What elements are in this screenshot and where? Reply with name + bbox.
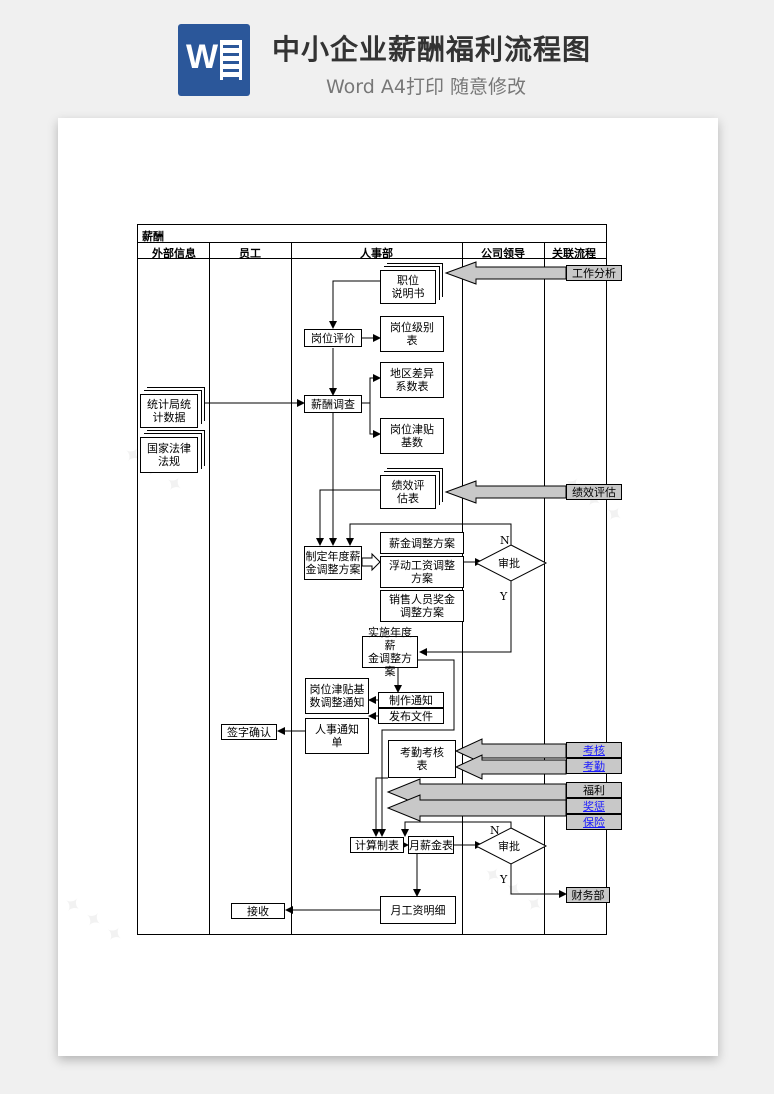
make-notice-process: 制作通知 (378, 692, 444, 708)
region-coefficient-doc: 地区差异 系数表 (380, 362, 444, 398)
calculate-process: 计算制表 (350, 837, 404, 853)
related-insurance-link[interactable]: 保险 (566, 814, 622, 830)
receive-process: 接收 (231, 903, 285, 919)
word-logo: W (178, 24, 250, 96)
law-regulations-doc: 国家法律 法规 (140, 437, 198, 473)
column-header: 关联流程 (552, 247, 596, 260)
page-subtitle: Word A4打印 随意修改 (326, 76, 527, 98)
sign-confirm-process: 签字确认 (221, 724, 277, 740)
finance-dept: 财务部 (566, 887, 610, 903)
no-label: N (490, 824, 500, 837)
section-title: 薪酬 (142, 230, 164, 243)
allowance-base-doc: 岗位津贴 基数 (380, 418, 444, 454)
column-header: 员工 (239, 247, 261, 260)
related-job-analysis: 工作分析 (566, 265, 622, 281)
page-title: 中小企业薪酬福利流程图 (272, 33, 592, 66)
salary-survey-process: 薪酬调查 (304, 395, 362, 413)
sales-bonus-doc: 销售人员奖金 调整方案 (380, 590, 464, 622)
related-reward-link[interactable]: 奖惩 (566, 798, 622, 814)
implement-plan-process: 实施年度薪 金调整方案 (362, 626, 418, 678)
annual-plan-process: 制定年度薪 金调整方案 (304, 546, 362, 580)
monthly-salary-doc: 月薪金表 (408, 836, 454, 854)
hr-notice-doc: 人事通知 单 (305, 718, 369, 754)
related-welfare: 福利 (566, 782, 622, 798)
document-icon (220, 40, 242, 80)
column-header: 外部信息 (152, 247, 196, 260)
job-description-doc: 职位 说明书 (380, 270, 436, 304)
yes-label: Y (500, 873, 508, 886)
yes-label: Y (500, 590, 508, 603)
logo-letter: W (186, 38, 219, 76)
performance-eval-doc: 绩效评 估表 (380, 475, 436, 509)
approval-decision: 审批 (498, 557, 520, 570)
payslip-doc: 月工资明细 (380, 896, 456, 924)
publish-file-process: 发布文件 (378, 708, 444, 724)
no-label: N (500, 534, 510, 547)
float-wage-doc: 浮动工资调整 方案 (380, 556, 464, 588)
job-level-doc: 岗位级别 表 (380, 316, 444, 352)
statistics-data-doc: 统计局统 计数据 (140, 394, 198, 428)
attendance-doc: 考勤考核 表 (388, 740, 456, 778)
job-evaluation-process: 岗位评价 (304, 329, 362, 347)
approval-decision: 审批 (498, 840, 520, 853)
column-header: 人事部 (360, 247, 393, 260)
related-attendance-link[interactable]: 考勤 (566, 758, 622, 774)
related-performance: 绩效评估 (566, 484, 622, 500)
allowance-notice-doc: 岗位津贴基 数调整通知 (305, 678, 369, 714)
salary-adjust-doc: 薪金调整方案 (380, 532, 464, 554)
related-assessment-link[interactable]: 考核 (566, 742, 622, 758)
column-header: 公司领导 (481, 247, 525, 260)
